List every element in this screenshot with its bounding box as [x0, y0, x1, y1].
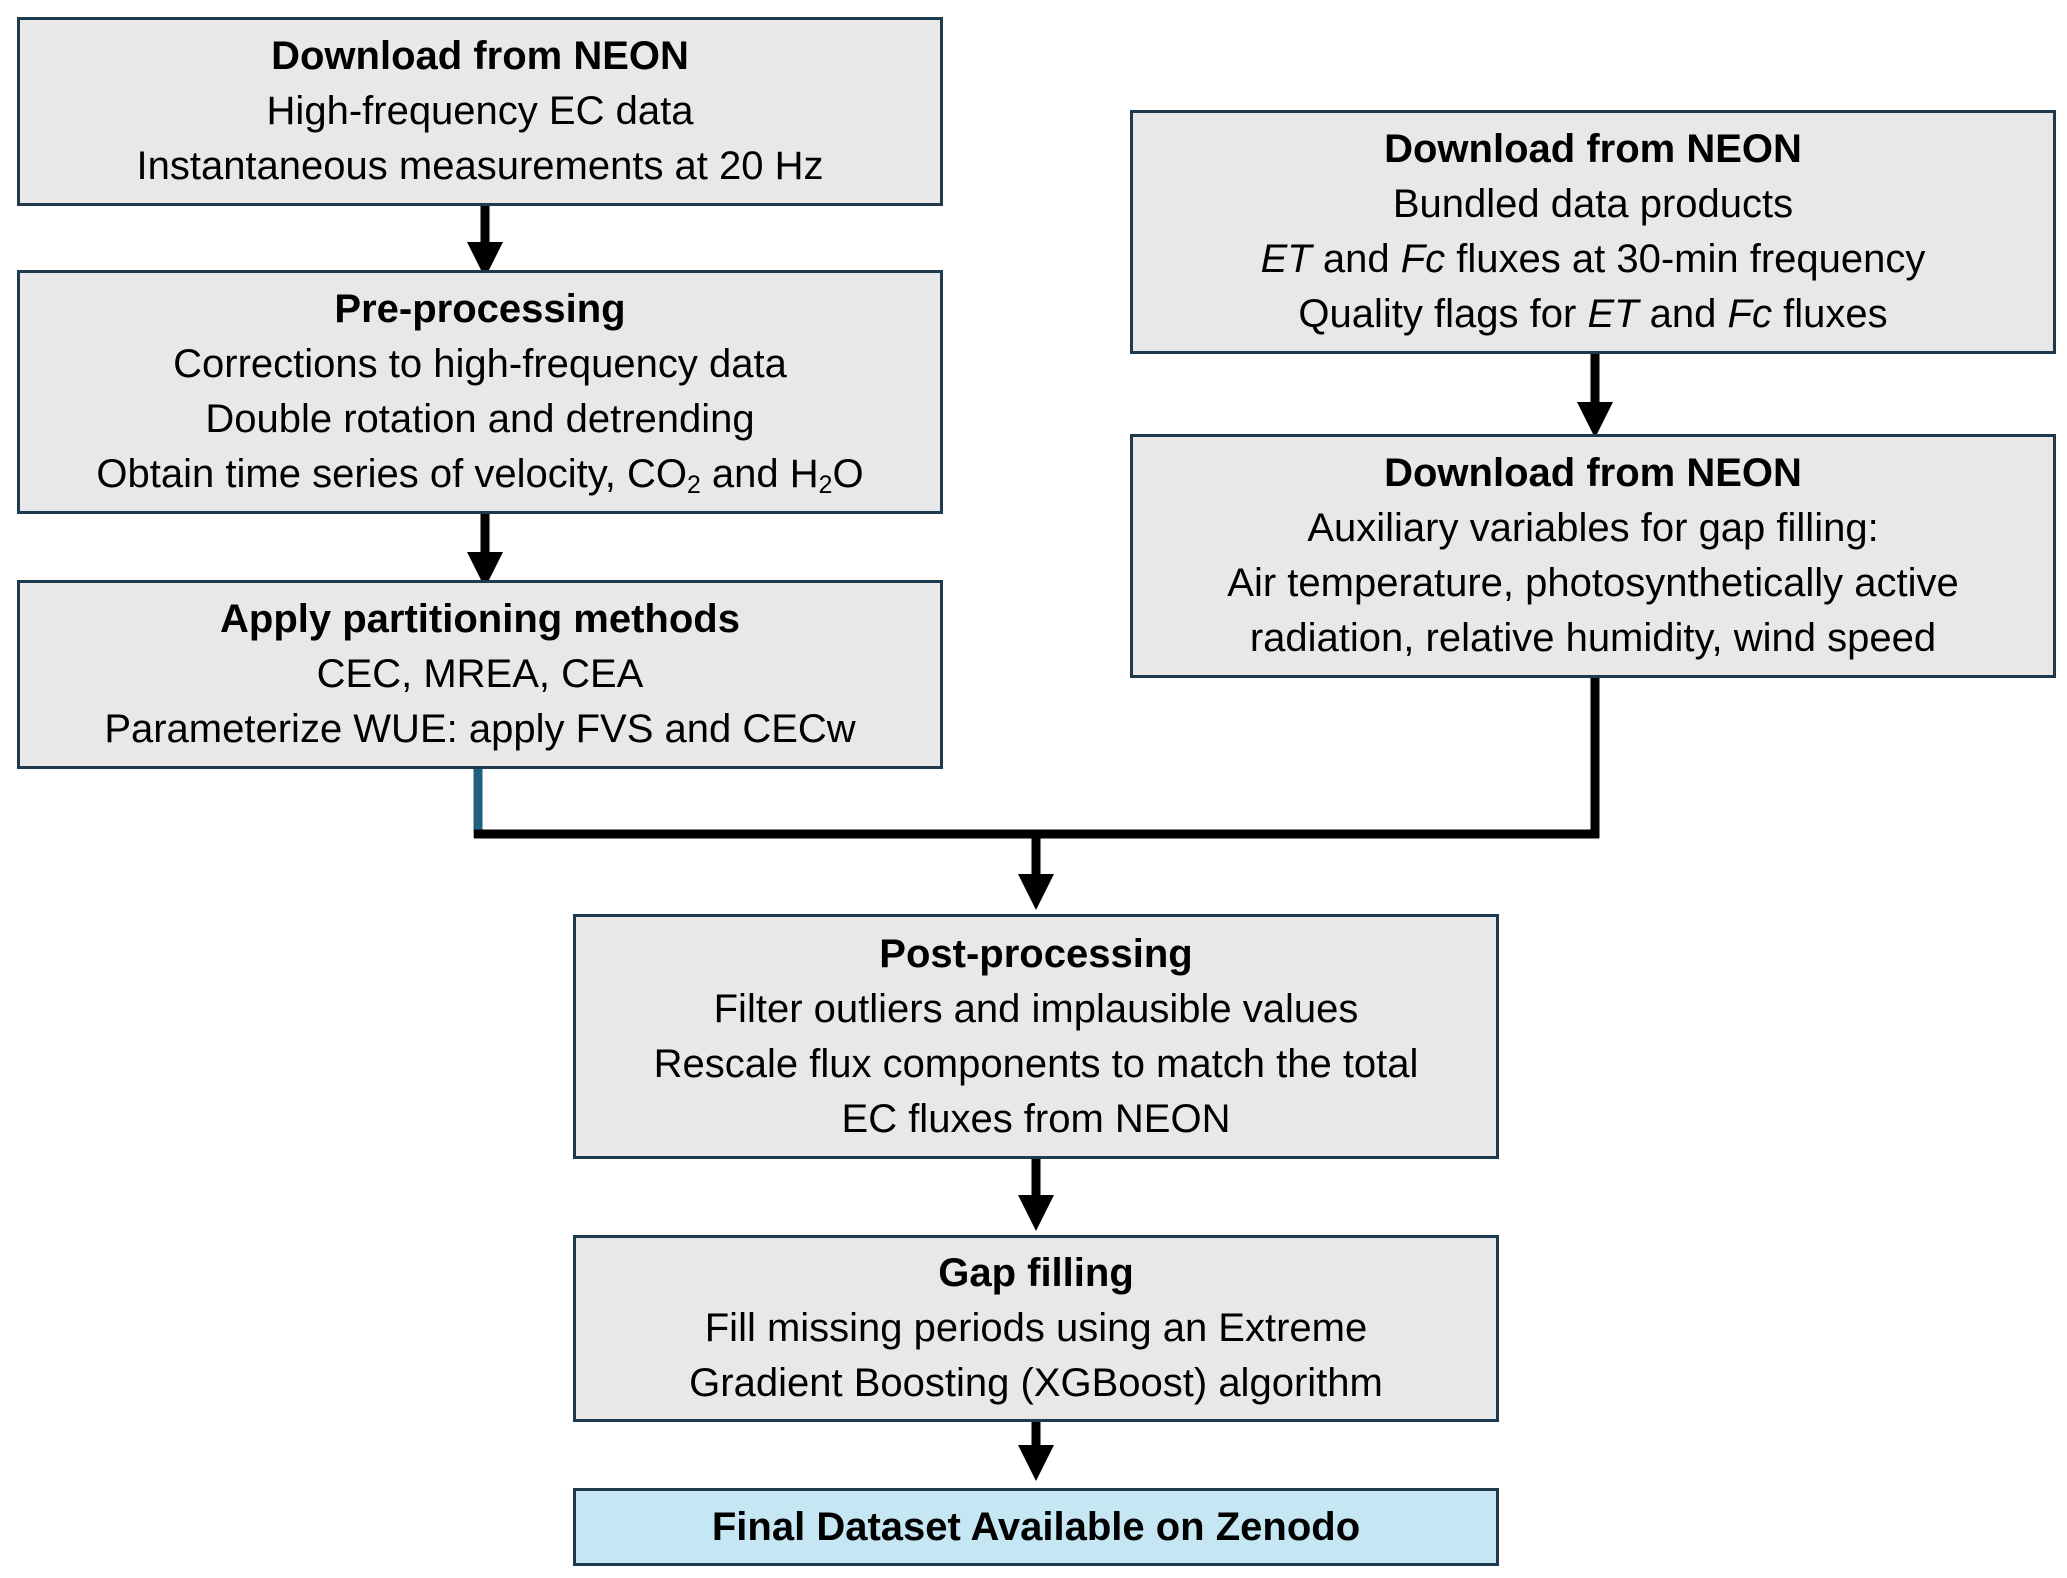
box-final-dataset: Final Dataset Available on Zenodo	[573, 1488, 1499, 1566]
italic-et: ET	[1587, 292, 1639, 336]
text-segment: Obtain time series of velocity, CO	[96, 452, 687, 496]
text-segment: O	[832, 452, 864, 496]
italic-fc: Fc	[1727, 292, 1772, 336]
box-line: Instantaneous measurements at 20 Hz	[136, 144, 824, 188]
text-segment: and	[1311, 237, 1401, 281]
box-title: Download from NEON	[1384, 451, 1802, 495]
box-line: Filter outliers and implausible values	[713, 986, 1359, 1031]
box-line: Corrections to high-frequency data	[173, 342, 787, 386]
subscript-2: 2	[818, 472, 833, 500]
box-title: Download from NEON	[1384, 127, 1802, 171]
box-line-et-fc-frequency: ET and Fc fluxes at 30-min frequency	[1261, 232, 1926, 287]
box-line: Fill missing periods using an Extreme	[704, 1306, 1368, 1350]
box-line: radiation, relative humidity, wind speed	[1249, 616, 1937, 660]
box-title: Final Dataset Available on Zenodo	[711, 1504, 1361, 1549]
box-line: Double rotation and detrending	[205, 397, 755, 441]
box-line: EC fluxes from NEON	[841, 1096, 1231, 1141]
box-line: High-frequency EC data	[266, 89, 694, 133]
box-line: Bundled data products	[1392, 182, 1794, 226]
box-gap-filling: Gap filling Fill missing periods using a…	[573, 1235, 1499, 1422]
box-download-auxiliary-variables: Download from NEON Auxiliary variables f…	[1130, 434, 2056, 678]
text-segment: and	[1638, 292, 1728, 336]
text-segment: fluxes	[1771, 292, 1888, 336]
box-line: Parameterize WUE: apply FVS and CECw	[104, 707, 856, 751]
box-preprocessing: Pre-processing Corrections to high-frequ…	[17, 270, 943, 514]
text-segment: fluxes at 30-min frequency	[1445, 237, 1926, 281]
box-title: Pre-processing	[334, 287, 626, 331]
box-partitioning-methods: Apply partitioning methods CEC, MREA, CE…	[17, 580, 943, 769]
text-segment: and H	[700, 452, 819, 496]
box-line-velocity-co2-h2o: Obtain time series of velocity, CO2 and …	[96, 447, 863, 502]
box-title: Gap filling	[938, 1251, 1134, 1295]
box-title: Post-processing	[879, 931, 1193, 976]
subscript-2: 2	[687, 472, 701, 500]
italic-fc: Fc	[1400, 237, 1446, 281]
italic-et: ET	[1260, 237, 1312, 281]
box-line: Auxiliary variables for gap filling:	[1307, 506, 1879, 550]
text-segment: Quality flags for	[1298, 292, 1588, 336]
box-line: CEC, MREA, CEA	[316, 652, 644, 696]
box-line-quality-flags: Quality flags for ET and Fc fluxes	[1298, 287, 1887, 342]
box-download-high-frequency: Download from NEON High-frequency EC dat…	[17, 17, 943, 206]
box-line: Gradient Boosting (XGBoost) algorithm	[689, 1361, 1383, 1405]
box-download-bundled-products: Download from NEON Bundled data products…	[1130, 110, 2056, 354]
box-title: Apply partitioning methods	[220, 597, 740, 641]
box-postprocessing: Post-processing Filter outliers and impl…	[573, 914, 1499, 1159]
box-line: Rescale flux components to match the tot…	[653, 1041, 1419, 1086]
box-title: Download from NEON	[271, 34, 689, 78]
box-line: Air temperature, photosynthetically acti…	[1227, 561, 1959, 605]
